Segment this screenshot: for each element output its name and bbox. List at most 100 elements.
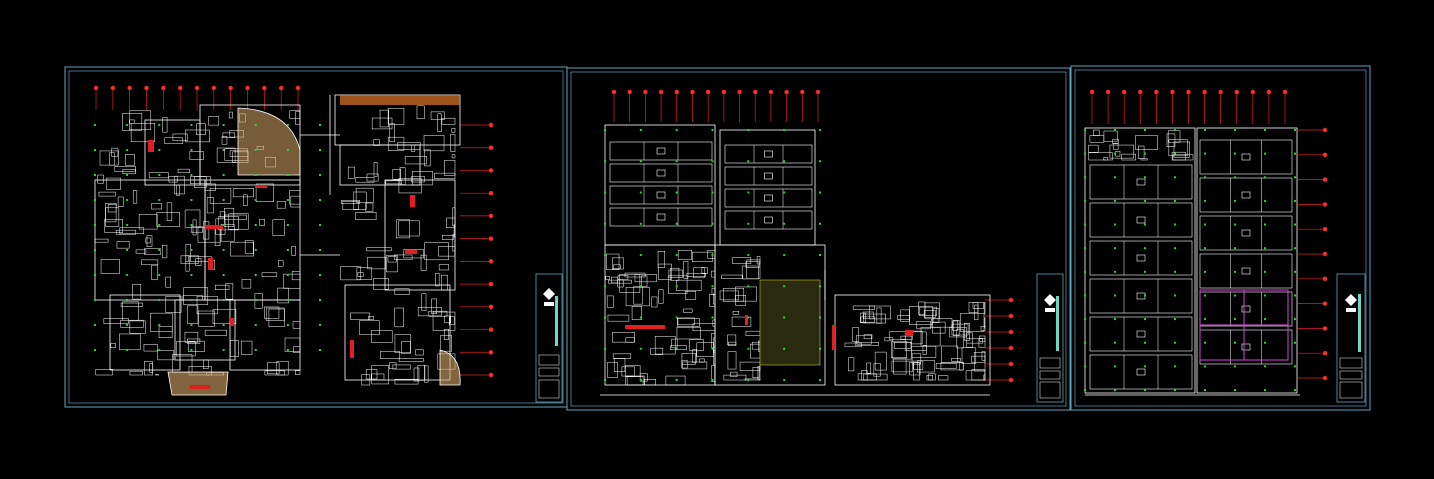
wall-segment <box>973 352 986 372</box>
grid-marker <box>783 129 786 131</box>
wall-segment <box>184 209 201 228</box>
grid-bubble <box>1322 152 1328 157</box>
grid-bubble <box>1322 276 1328 281</box>
wall-segment <box>379 109 389 128</box>
wall-segment <box>913 362 920 381</box>
highlight-block <box>148 140 154 152</box>
wall-segment <box>230 340 239 357</box>
wall-segment <box>141 259 159 266</box>
room-tag <box>1241 267 1251 275</box>
grid-marker <box>94 274 96 276</box>
wall-segment <box>157 350 175 361</box>
wall-segment <box>956 328 964 349</box>
grid-marker <box>1234 129 1236 131</box>
wall-segment <box>119 227 145 234</box>
grid-marker <box>1084 341 1086 344</box>
sheet-3[interactable] <box>1070 65 1371 411</box>
grid-marker <box>1084 270 1086 273</box>
grid-marker <box>747 379 750 381</box>
wall-segment <box>613 264 621 269</box>
grid-marker <box>254 224 257 226</box>
wall-segment <box>452 234 456 252</box>
sheet-2-highlights <box>625 315 913 350</box>
grid-marker <box>1204 294 1206 297</box>
wall-segment <box>701 267 708 274</box>
wall-segment <box>961 347 977 364</box>
grid-bubble <box>690 89 695 95</box>
wall-segment <box>117 196 124 207</box>
grid-marker <box>1264 294 1266 297</box>
grid-bubble <box>1218 89 1223 95</box>
wall-segment <box>386 255 398 273</box>
grid-bubble <box>1186 89 1191 95</box>
grid-marker <box>1234 247 1236 250</box>
sheet-2[interactable] <box>566 67 1071 411</box>
grid-marker <box>222 124 225 126</box>
grid-marker <box>783 160 786 163</box>
wall-segment <box>241 279 252 289</box>
grid-bubble <box>295 85 301 91</box>
wall-segment <box>417 364 426 381</box>
room-row <box>609 185 713 205</box>
grid-marker <box>1234 318 1236 321</box>
wall-segment <box>109 152 115 166</box>
sheet-1-hatched-strip <box>340 95 460 105</box>
sheet-3-title-block <box>1336 273 1366 403</box>
grid-marker <box>1294 223 1296 226</box>
grid-marker <box>1294 294 1296 297</box>
wall-segment <box>394 334 411 353</box>
wall-segment <box>125 154 135 166</box>
grid-marker <box>126 299 129 301</box>
wall-segment <box>389 123 395 142</box>
wall-segment <box>658 289 664 304</box>
sheet-1-grid-top <box>93 85 301 110</box>
grid-marker <box>126 274 129 276</box>
grid-bubble <box>488 327 494 332</box>
grid-marker <box>286 274 289 276</box>
wall-segment <box>130 123 156 143</box>
grid-marker <box>319 274 321 276</box>
grid-marker <box>604 347 606 350</box>
grid-marker <box>1264 176 1266 179</box>
room-tag <box>764 194 773 202</box>
grid-marker <box>1234 294 1236 297</box>
wall-segment <box>641 275 648 287</box>
wall-segment <box>677 317 695 326</box>
wall-segment <box>177 168 190 173</box>
grid-marker <box>158 149 161 151</box>
grid-marker <box>222 174 225 176</box>
room-tag <box>656 169 666 177</box>
wall-segment <box>752 367 760 378</box>
sheet-3-frame-outer <box>1070 65 1371 411</box>
wall-segment <box>712 319 716 327</box>
room-row <box>1089 278 1193 314</box>
grid-bubble <box>1008 345 1014 351</box>
wall-segment <box>373 278 389 290</box>
room-tag <box>1136 330 1146 338</box>
wall-segment <box>119 333 141 351</box>
sheet-3-frame-inner <box>1074 69 1367 407</box>
grid-bubble <box>800 89 805 95</box>
grid-bubble <box>643 89 648 95</box>
wall-segment <box>935 363 957 369</box>
wall-segment <box>341 200 360 204</box>
grid-marker <box>819 191 821 194</box>
grid-marker <box>1294 129 1296 131</box>
wall-segment <box>951 323 969 336</box>
grid-bubble <box>1266 89 1272 95</box>
wall-segment <box>393 254 413 260</box>
wall-segment <box>278 260 284 267</box>
wall-segment <box>212 308 237 325</box>
grid-marker <box>1204 341 1206 344</box>
wall-segment <box>960 312 985 333</box>
wall-segment <box>164 137 184 144</box>
grid-marker <box>819 222 821 225</box>
sheet-1-plan-detail <box>94 105 456 386</box>
wall-segment <box>182 295 204 301</box>
wall-segment <box>116 241 130 249</box>
wall-segment <box>607 314 630 322</box>
grid-marker <box>639 191 642 194</box>
wall-segment <box>863 313 886 324</box>
sheet-1[interactable] <box>64 66 568 408</box>
